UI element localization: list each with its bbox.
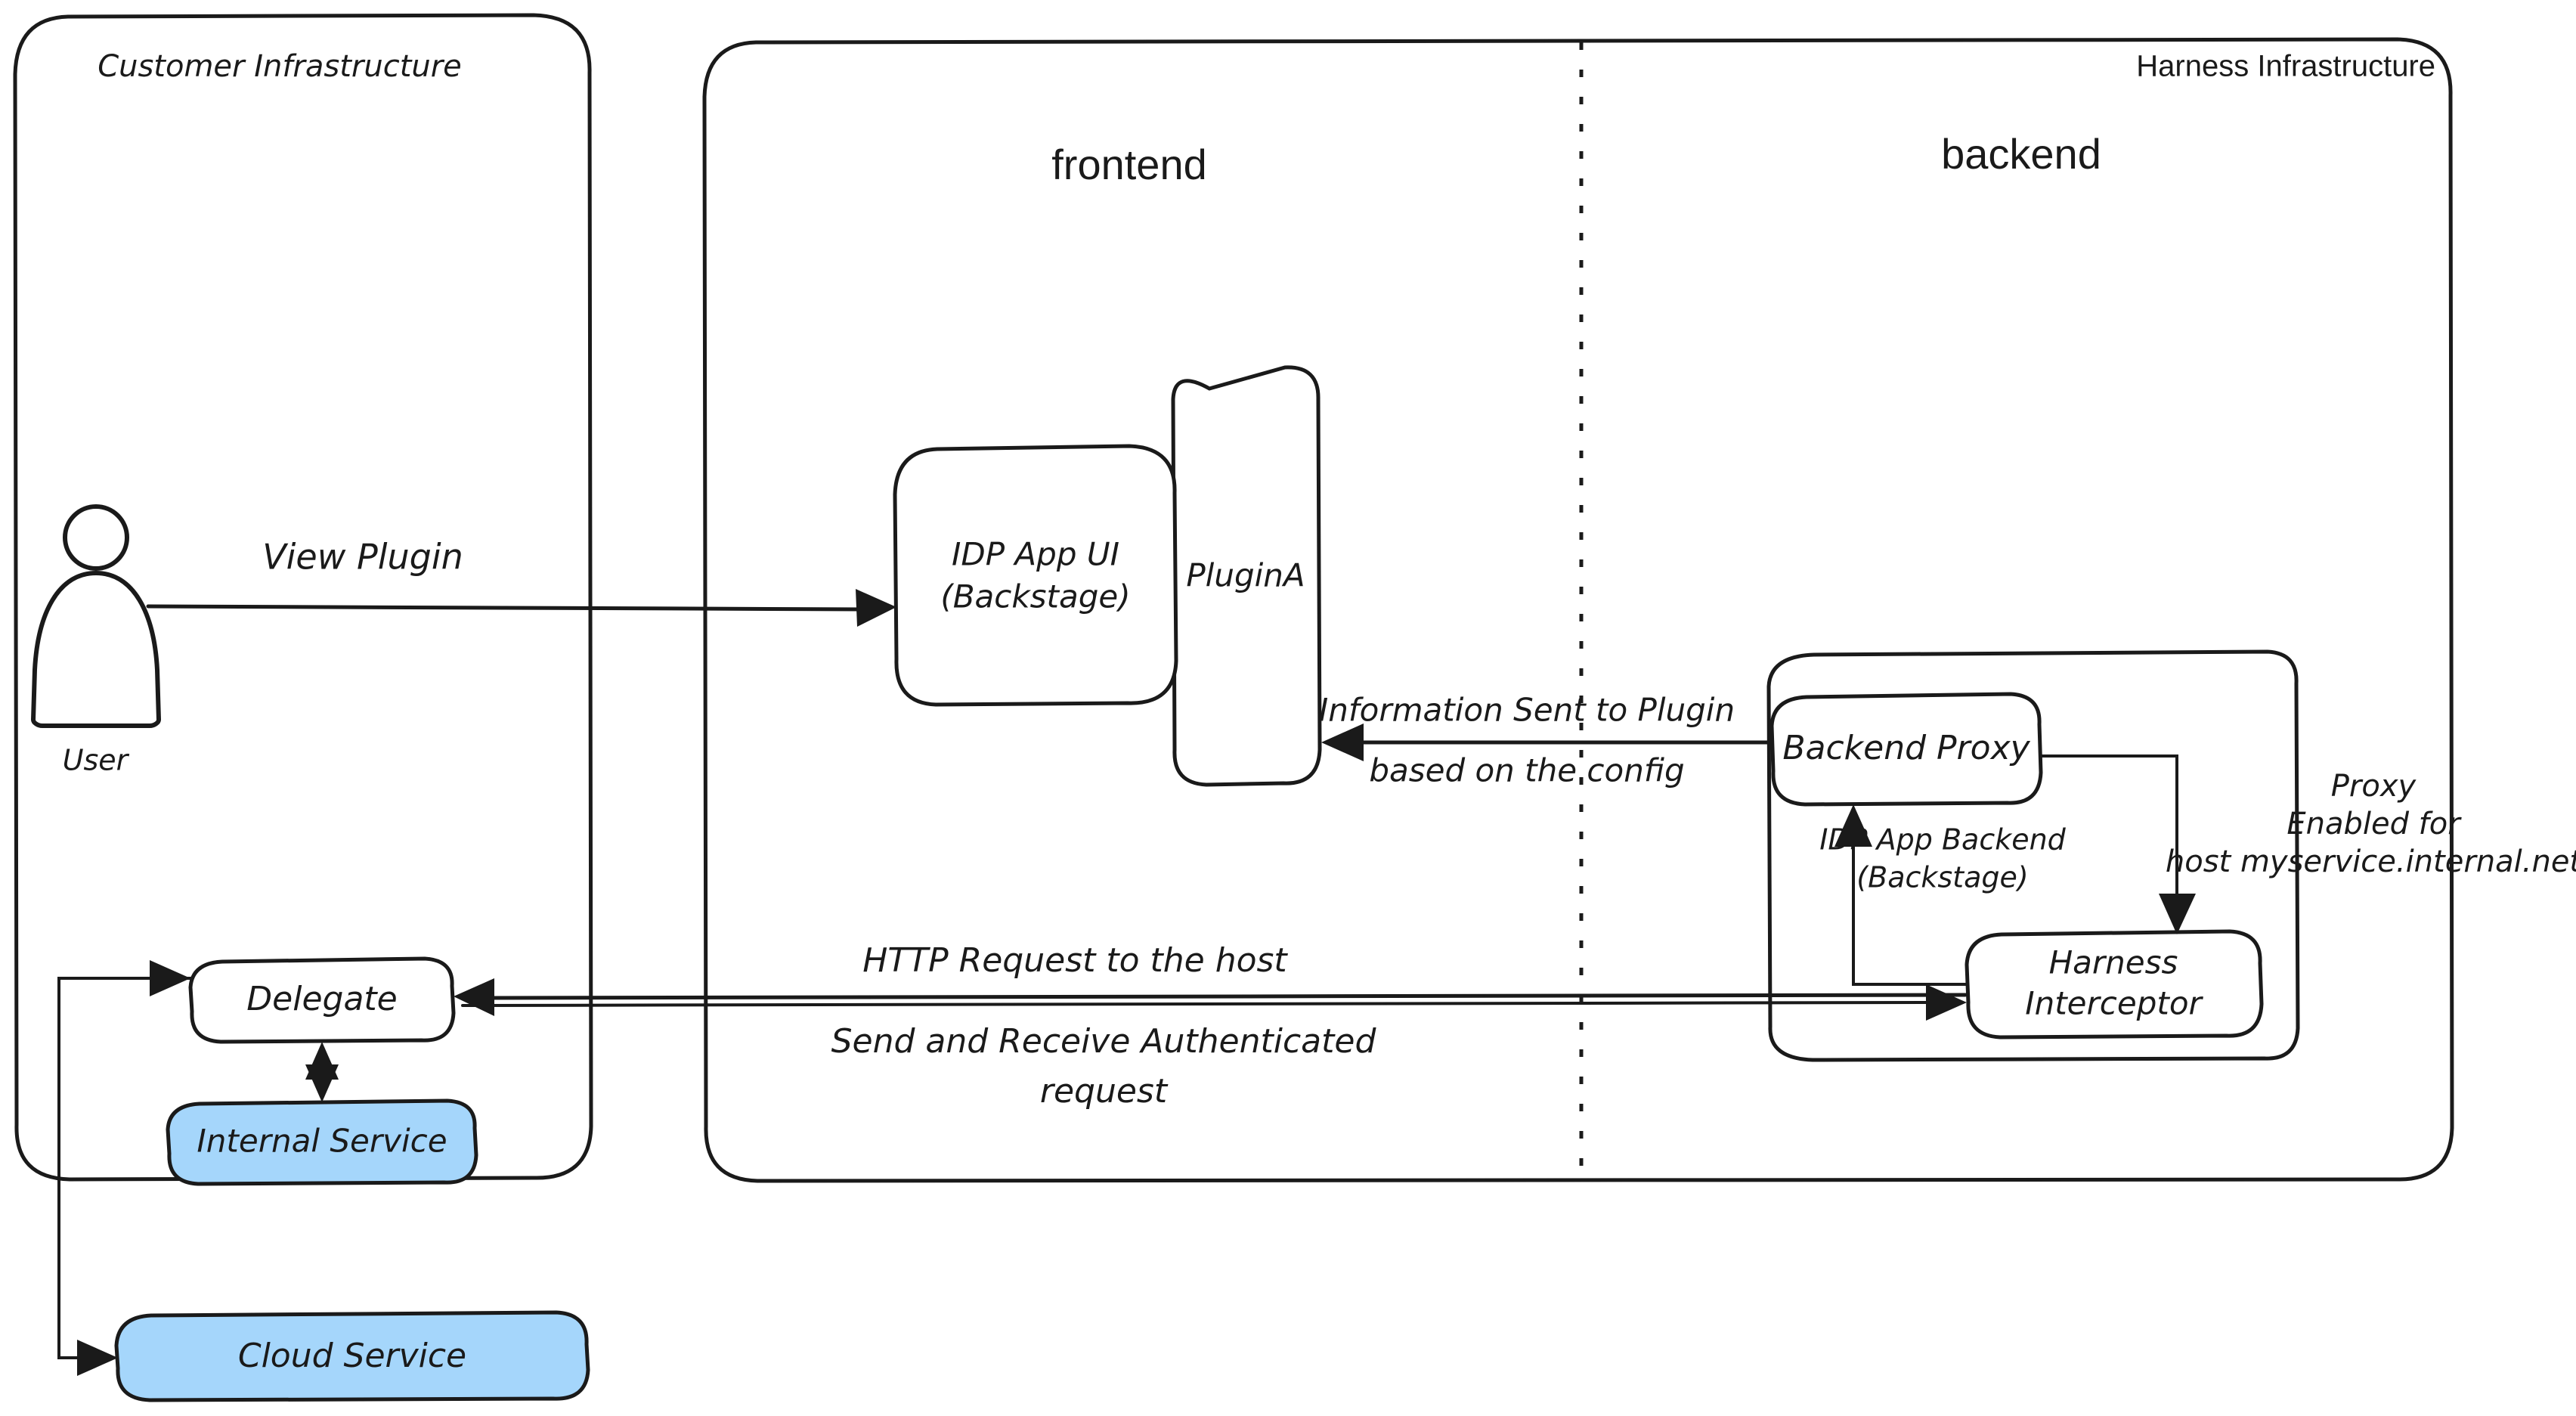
delegate-label: Delegate — [246, 980, 397, 1018]
edge-proxy-to-interceptor — [2039, 754, 2196, 934]
container-customer-infrastructure: Customer Infrastructure — [13, 13, 593, 1182]
user-head-icon — [63, 504, 129, 571]
cloud-service-label: Cloud Service — [238, 1337, 466, 1375]
view-plugin-arrowhead — [856, 589, 896, 627]
http-to-delegate-arrowhead — [454, 978, 494, 1016]
node-idp-app-ui[interactable]: IDP App UI (Backstage) — [893, 444, 1178, 707]
edge-view-plugin: View Plugin — [146, 537, 896, 627]
annotation-proxy-enabled: Proxy Enabled for host myservice.interna… — [2166, 769, 2576, 879]
information-sent-label-line1: Information Sent to Plugin — [1319, 692, 1735, 729]
authenticated-request-label-line2: request — [1040, 1072, 1169, 1111]
plugin-a-label: PluginA — [1186, 557, 1305, 594]
information-sent-arrowhead — [1321, 723, 1364, 761]
node-backend-proxy[interactable]: Backend Proxy — [1769, 692, 2043, 807]
idp-app-ui-label-line2: (Backstage) — [940, 578, 1130, 615]
node-delegate[interactable]: Delegate — [188, 956, 456, 1044]
internal-service-label: Internal Service — [197, 1123, 447, 1160]
delegate-in-arrowhead — [150, 960, 190, 996]
edge-http-request: HTTP Request to the host Send and Receiv… — [454, 941, 1968, 1111]
proxy-enabled-label-line1: Proxy — [2331, 769, 2417, 804]
harness-interceptor-label-line2: Interceptor — [2025, 985, 2203, 1022]
edge-information-sent-to-plugin: Information Sent to Plugin based on the … — [1319, 692, 1774, 789]
edge-interceptor-to-proxy — [1834, 804, 1968, 986]
proxy-enabled-label-line3: host myservice.internal.net — [2166, 844, 2576, 879]
user-actor: User — [31, 504, 161, 777]
customer-infrastructure-label: Customer Infrastructure — [98, 49, 462, 84]
node-internal-service[interactable]: Internal Service — [166, 1098, 478, 1186]
interceptor-to-proxy-arrowhead — [1834, 804, 1872, 847]
node-cloud-service[interactable]: Cloud Service — [114, 1310, 590, 1402]
edge-delegate-internal-service — [305, 1042, 339, 1102]
proxy-enabled-label-line2: Enabled for — [2287, 807, 2462, 841]
node-plugin-a[interactable]: PluginA — [1171, 365, 1322, 787]
cloud-service-arrowhead — [77, 1340, 118, 1376]
http-request-label: HTTP Request to the host — [862, 941, 1288, 980]
frontend-section-label: frontend — [1051, 141, 1207, 188]
view-plugin-label: View Plugin — [262, 537, 463, 578]
user-body-icon — [31, 571, 161, 728]
authenticated-request-label-line1: Send and Receive Authenticated — [831, 1022, 1377, 1061]
harness-infrastructure-label: Harness Infrastructure — [2136, 50, 2435, 83]
information-sent-label-line2: based on the config — [1369, 752, 1684, 789]
idp-app-ui-label-line1: IDP App UI — [952, 536, 1119, 573]
edge-delegate-to-cloud-service — [57, 960, 192, 1376]
harness-interceptor-label-line1: Harness — [2049, 944, 2178, 981]
proxy-to-interceptor-arrowhead — [2159, 894, 2196, 934]
http-to-interceptor-arrowhead — [1926, 984, 1967, 1021]
node-harness-interceptor[interactable]: Harness Interceptor — [1965, 929, 2264, 1040]
backend-section-label: backend — [1941, 130, 2101, 178]
backend-proxy-label: Backend Proxy — [1782, 729, 2030, 767]
internal-service-down-arrowhead — [305, 1064, 339, 1102]
user-label: User — [63, 744, 130, 777]
idp-app-backend-label-line2: (Backstage) — [1856, 861, 2028, 894]
container-harness-infrastructure: Harness Infrastructure — [702, 37, 2454, 1183]
container-idp-app-backend: IDP App Backend (Backstage) — [1766, 649, 2300, 1062]
